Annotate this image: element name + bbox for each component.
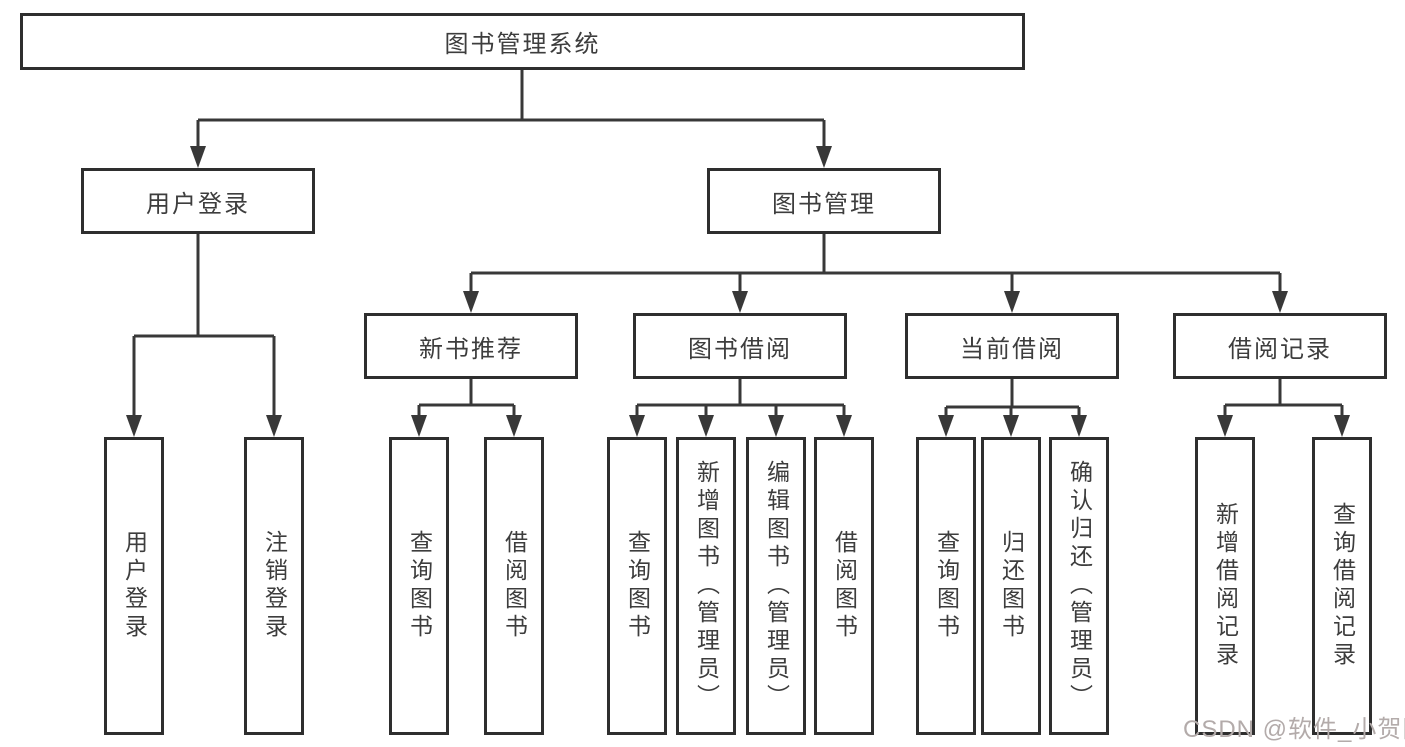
node-book-borrow: 图书借阅	[633, 313, 847, 379]
leaf-borrow-add-books-admin: 新增图书（管理员）	[676, 437, 736, 735]
leaf-user-login: 用户登录	[104, 437, 164, 735]
leaf-label: 新增图书（管理员）	[693, 460, 720, 712]
leaf-recommend-query-books: 查询图书	[389, 437, 449, 735]
leaf-recommend-borrow-books: 借阅图书	[484, 437, 544, 735]
leaf-logout: 注销登录	[244, 437, 304, 735]
leaf-label: 查询图书	[933, 530, 960, 642]
leaf-label: 用户登录	[121, 530, 148, 642]
arrowhead-icons	[126, 146, 1350, 437]
csdn-watermark: CSDN @软件_小贺同学	[1183, 716, 1405, 743]
leaf-label: 查询图书	[624, 530, 651, 642]
leaf-records-query-borrow-record: 查询借阅记录	[1312, 437, 1372, 735]
leaf-label: 归还图书	[998, 530, 1025, 642]
leaf-label: 新增借阅记录	[1212, 502, 1239, 670]
leaf-borrow-borrow-books: 借阅图书	[814, 437, 874, 735]
leaf-label: 查询借阅记录	[1329, 502, 1356, 670]
node-book-management: 图书管理	[707, 168, 941, 234]
leaf-label: 查询图书	[406, 530, 433, 642]
leaf-current-query-books: 查询图书	[916, 437, 976, 735]
leaf-label: 编辑图书（管理员）	[763, 460, 790, 712]
node-new-book-recommend: 新书推荐	[364, 313, 578, 379]
leaf-borrow-query-books: 查询图书	[607, 437, 667, 735]
node-library-management-system: 图书管理系统	[20, 13, 1025, 70]
leaf-borrow-edit-books-admin: 编辑图书（管理员）	[746, 437, 806, 735]
node-borrow-records: 借阅记录	[1173, 313, 1387, 379]
leaf-label: 注销登录	[261, 530, 288, 642]
leaf-current-return-books: 归还图书	[981, 437, 1041, 735]
leaf-current-confirm-return-admin: 确认归还（管理员）	[1049, 437, 1109, 735]
leaf-records-add-borrow-record: 新增借阅记录	[1195, 437, 1255, 735]
leaf-label: 借阅图书	[831, 530, 858, 642]
node-current-borrow: 当前借阅	[905, 313, 1119, 379]
node-user-login: 用户登录	[81, 168, 315, 234]
connector-stems	[132, 70, 1344, 417]
leaf-label: 确认归还（管理员）	[1066, 460, 1093, 712]
leaf-label: 借阅图书	[501, 530, 528, 642]
